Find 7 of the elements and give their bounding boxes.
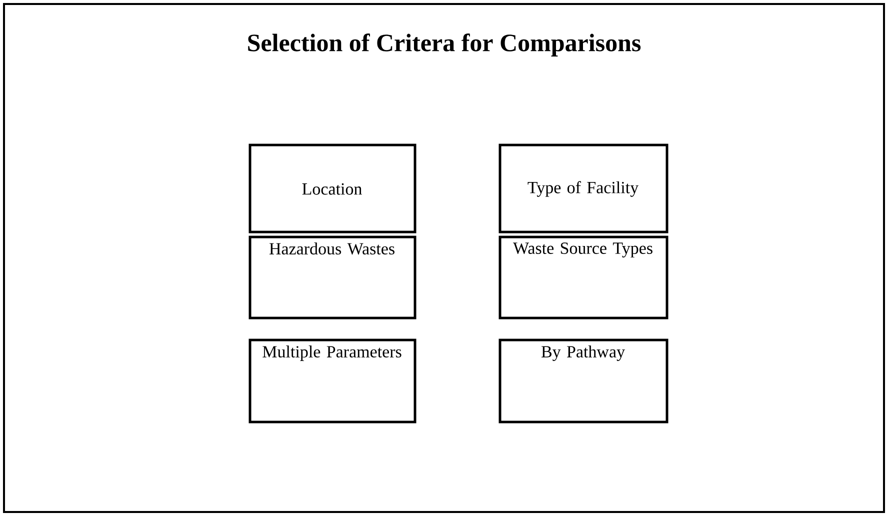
text-box: Multiple Parameters [248,338,416,424]
text-box: Type of Facility [498,144,668,234]
text-box: Location [248,144,416,234]
text-box: Waste Source Types [498,236,668,320]
title: Selection of Critera for Comparisons [248,34,641,56]
text-box: Hazardous Wastes [248,236,416,320]
text-box: By Pathway [498,338,668,424]
